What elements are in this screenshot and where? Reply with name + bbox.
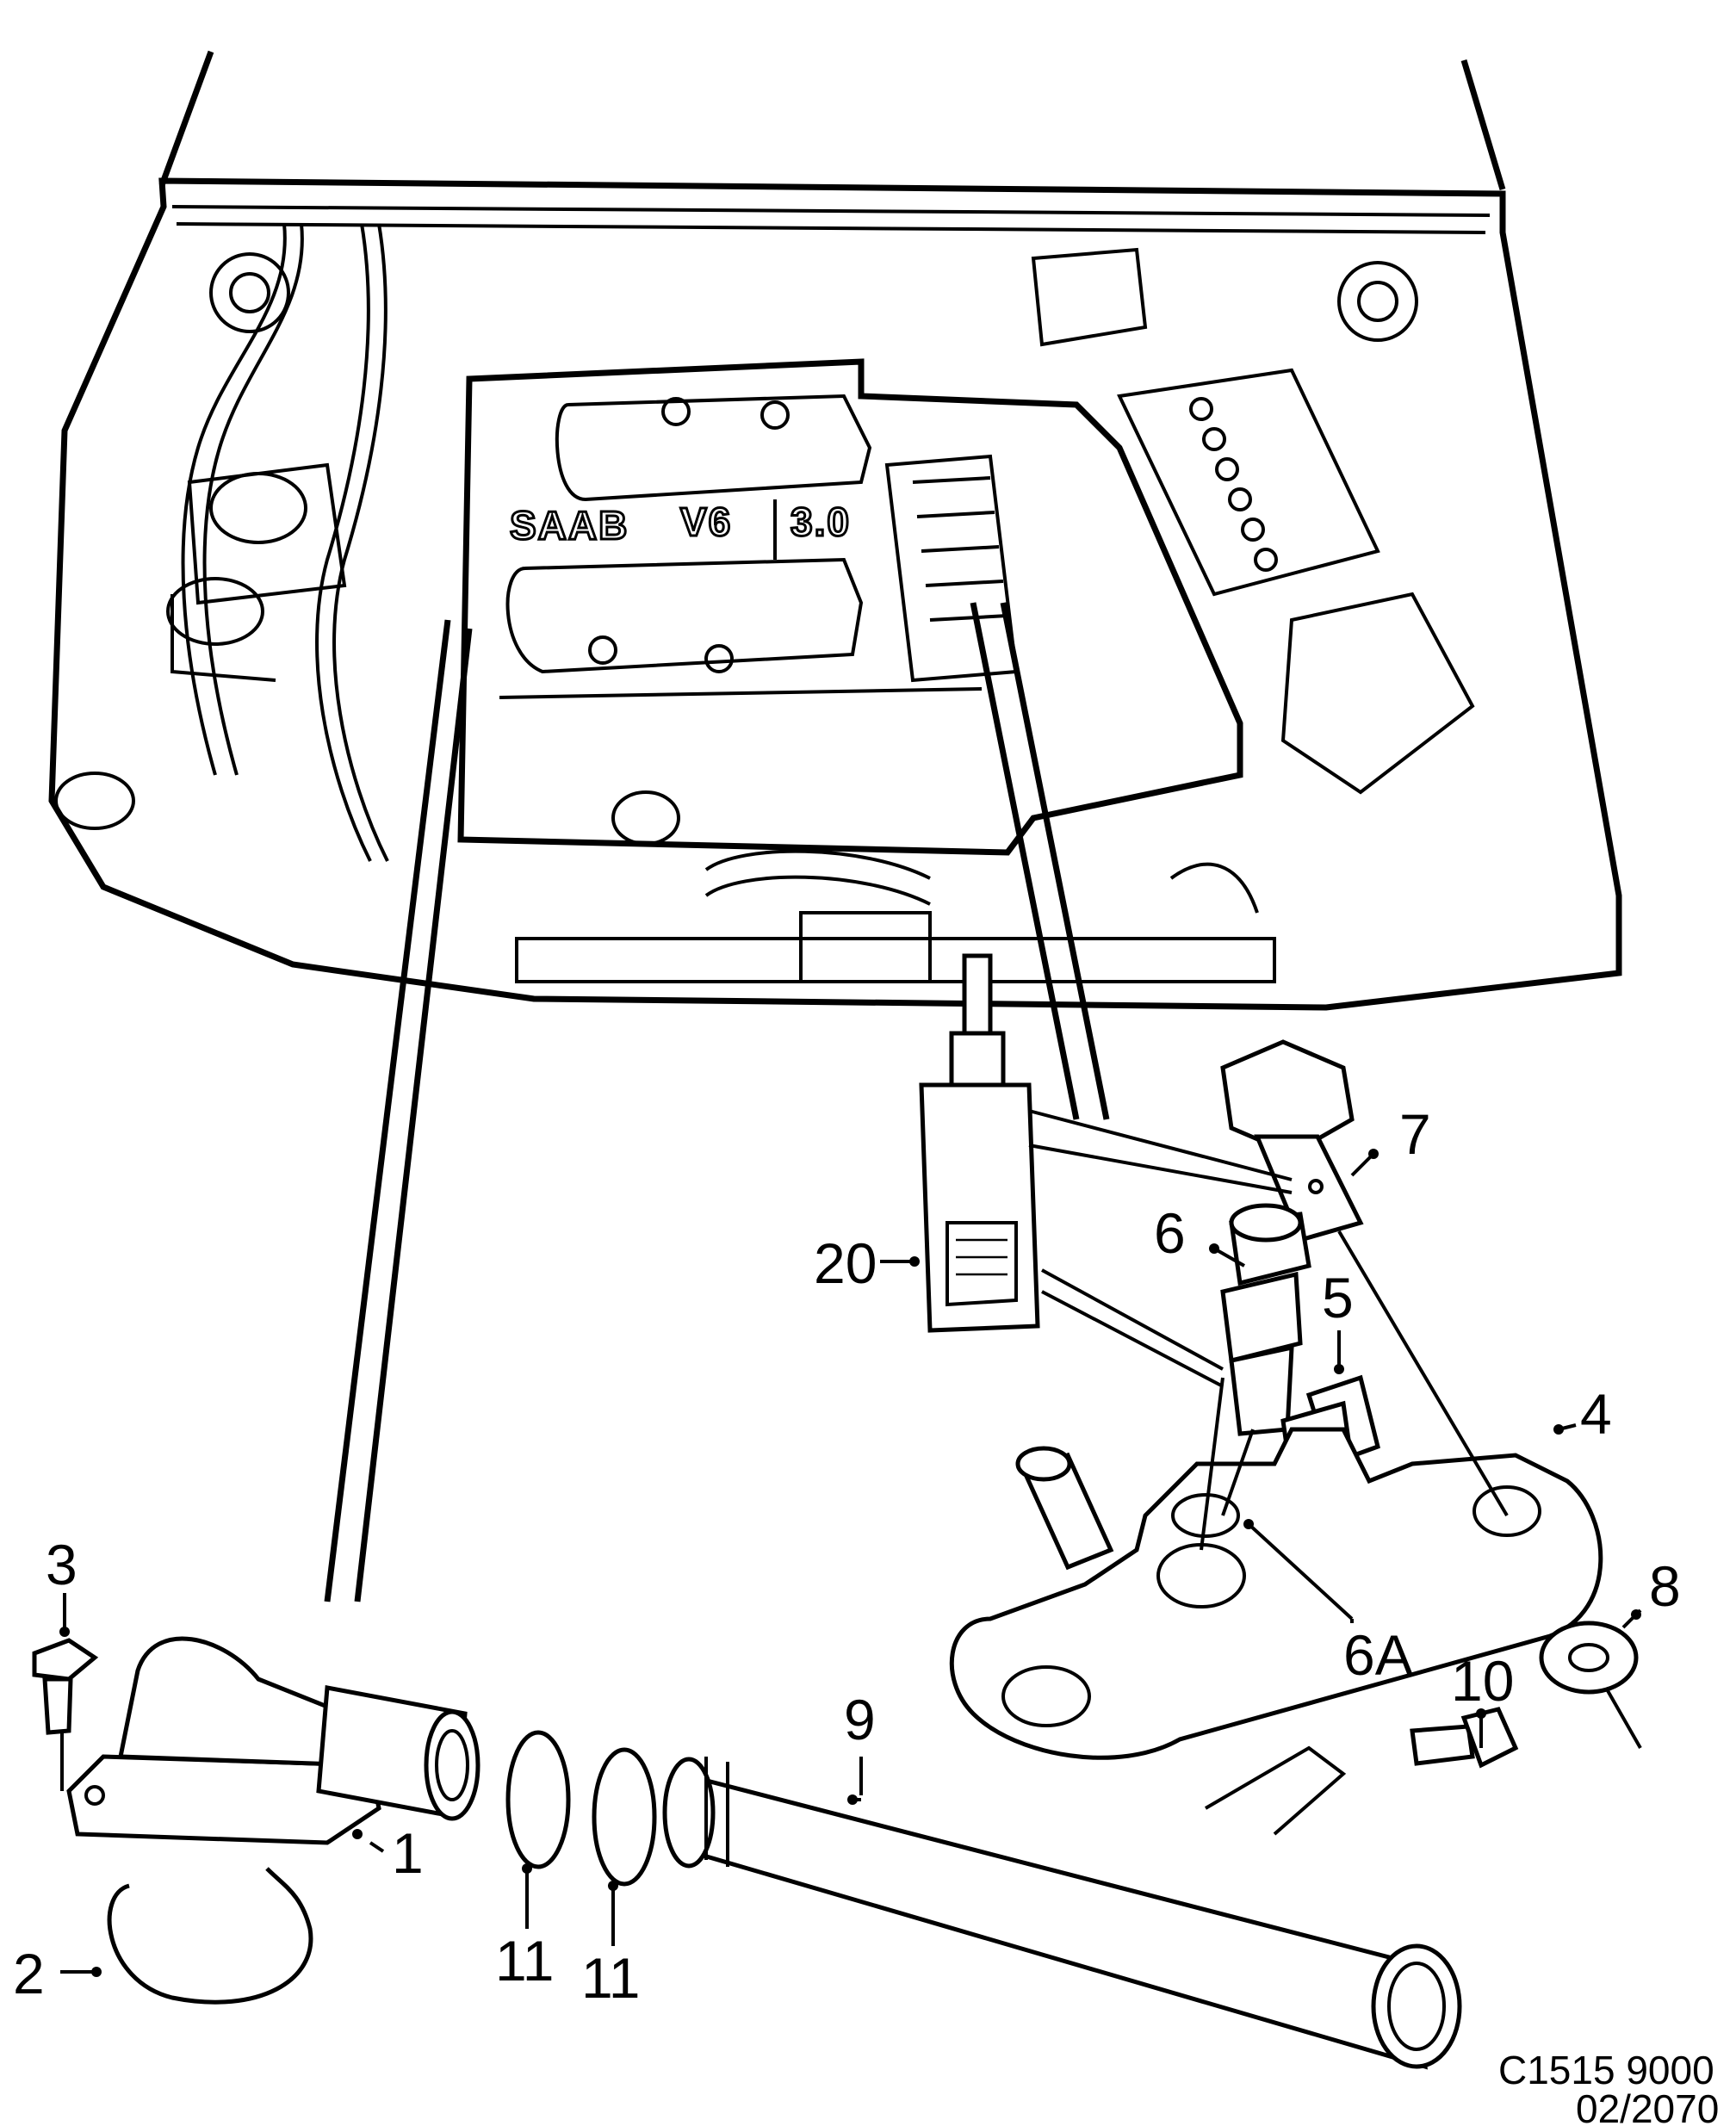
callout-11-first: 11 — [495, 1929, 555, 1993]
part-9-coolant-pipe — [662, 1745, 1462, 2070]
callout-6: 6 — [1154, 1201, 1186, 1265]
part-10-bolt — [1410, 1707, 1519, 1769]
part-4-coolant-manifold — [949, 1427, 1603, 1760]
callout-7: 7 — [1399, 1102, 1431, 1166]
callout-10: 10 — [1451, 1649, 1514, 1713]
part-20-thread-sealant-bottle — [919, 953, 1040, 1333]
callout-6a: 6A — [1343, 1623, 1413, 1687]
part-11-o-rings — [505, 1730, 657, 1887]
callout-11-second: 11 — [581, 1946, 641, 2010]
engine-badge-brand: SAAB — [510, 503, 629, 548]
callout-3: 3 — [46, 1533, 78, 1596]
callout-9: 9 — [844, 1688, 876, 1751]
part-7-hollow-bolt — [1220, 1039, 1364, 1243]
part-2-gasket — [107, 1867, 313, 2005]
engine-bay-illustration — [48, 50, 1622, 1011]
location-leader-lines — [324, 602, 1110, 1602]
callout-20: 20 — [814, 1231, 877, 1295]
callout-4: 4 — [1580, 1382, 1612, 1446]
part-8-sealing-washer — [1539, 1621, 1642, 1749]
engine-badge-model: V6 — [680, 499, 732, 544]
drawing-code-line-1: C1515 9000 — [1498, 2048, 1714, 2092]
callout-8: 8 — [1649, 1554, 1681, 1618]
callout-labels: 1 2 3 4 5 6 6A 7 8 9 10 11 11 20 — [13, 1102, 1681, 2010]
callout-leaders — [59, 1109, 1642, 1977]
callout-2: 2 — [13, 1942, 45, 2005]
drawing-code-line-2: 02/2070 — [1576, 2086, 1719, 2126]
engine-badge-displacement: 3.0 — [790, 499, 851, 544]
callout-5: 5 — [1322, 1266, 1354, 1330]
part-6-temperature-sensor — [1220, 1203, 1311, 1436]
part-3-bolt — [32, 1638, 99, 1735]
drawing-reference-code: C1515 9000 02/2070 — [1498, 2048, 1719, 2126]
callout-1: 1 — [392, 1821, 424, 1885]
engine-cover: SAAB V6 3.0 — [457, 358, 1243, 856]
part-1-thermostat-housing — [66, 1636, 480, 1845]
